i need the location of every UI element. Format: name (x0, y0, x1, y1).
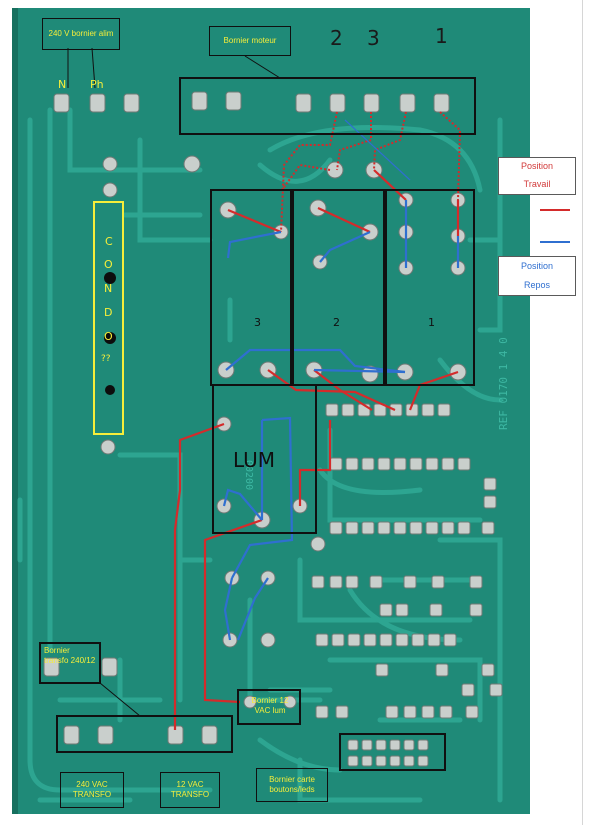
pcb-edge (12, 8, 18, 814)
mounting-holes (104, 272, 116, 395)
motor-dotted-blue (344, 119, 411, 181)
legend-repos-line1: Position (520, 261, 554, 271)
label-bornier-transfo: Bornier transfo 240/12 (44, 646, 96, 665)
motor-number-1: 1 (435, 24, 448, 48)
condo-letter-o1: O (104, 258, 113, 271)
annotation-frames (39, 77, 476, 771)
leader-lines (67, 47, 281, 717)
silkscreen-code: 00200 (243, 460, 254, 490)
condo-letter-n: N (104, 282, 113, 295)
legend-repos: Position Repos (498, 256, 576, 296)
condo-letter-d: D (104, 306, 113, 319)
label-240vac: 240 VAC TRANSFO (60, 772, 124, 808)
legend-repos-line2: Repos (523, 280, 550, 290)
motor-number-3: 3 (367, 26, 380, 50)
condo-letter-o2: O (104, 330, 113, 343)
silkscreen-ref: REF 0170 1 4 0 (497, 337, 510, 430)
right-border-line (582, 0, 583, 825)
condo-letter-c: C (105, 235, 113, 248)
relay-number-2: 2 (333, 316, 340, 329)
label-n: N (58, 78, 67, 91)
label-bornier-alim: 240 V bornier alim (42, 18, 120, 50)
label-ph: Ph (90, 78, 104, 91)
relay-number-3: 3 (254, 316, 261, 329)
condo-frame (93, 201, 124, 435)
legend-travail-line2: Travail (523, 179, 551, 189)
motor-number-2: 2 (330, 26, 343, 50)
repos-wires (222, 200, 460, 641)
legend-travail: Position Travail (498, 157, 576, 195)
legend-travail-line1: Position (520, 161, 554, 171)
relay-number-1: 1 (428, 316, 435, 329)
label-bornier-12vac: Bornier 12 VAC lum (251, 696, 289, 715)
label-bornier-moteur: Bornier moteur (209, 26, 291, 56)
label-lum: LUM (233, 448, 276, 472)
motor-dotted-wires (280, 111, 462, 233)
label-12vac: 12 VAC TRANSFO (160, 772, 220, 808)
pcb-board (12, 8, 530, 814)
ic-pin-rows (311, 403, 503, 767)
label-bornier-carte: Bornier carte boutons/leds (256, 768, 328, 802)
condo-question: ?? (101, 354, 111, 364)
